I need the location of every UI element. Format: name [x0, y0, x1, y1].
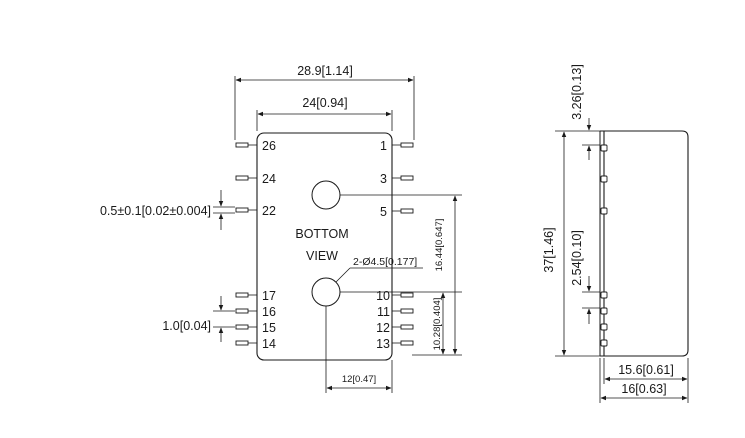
pin-label-17: 17 [262, 289, 276, 303]
pin-label-10: 10 [376, 289, 390, 303]
pin-label-24: 24 [262, 172, 276, 186]
left-pins [235, 142, 257, 346]
pin-16-lead [235, 308, 249, 314]
pin-11-lead [400, 308, 414, 314]
pin-label-16: 16 [262, 305, 276, 319]
pin-label-22: 22 [262, 204, 276, 218]
side-pin-6 [600, 323, 608, 331]
pin-label-15: 15 [262, 321, 276, 335]
module-side-body [603, 130, 689, 357]
pin-13-lead [400, 340, 414, 346]
pin-26-lead [235, 142, 249, 148]
pin-10-lead [400, 292, 414, 298]
pin-label-26: 26 [262, 139, 276, 153]
view-title-view: VIEW [306, 249, 338, 263]
pin-3-lead [400, 175, 414, 181]
dim-body-width: 24[0.94] [302, 96, 347, 110]
module-body-outline [256, 132, 393, 361]
dim-hole2-to-bottom: 10.28[0.404] [432, 298, 443, 351]
dim-side-body-depth: 15.6[0.61] [618, 363, 674, 377]
side-pin-1 [600, 144, 608, 152]
pin-label-14: 14 [262, 337, 276, 351]
pin-14-lead [235, 340, 249, 346]
view-title-bottom: BOTTOM [295, 227, 348, 241]
side-pin-7 [600, 339, 608, 347]
pin-label-5: 5 [380, 205, 387, 219]
side-pin-3 [600, 207, 608, 215]
pin-1-lead [400, 142, 414, 148]
side-pin-5 [600, 307, 608, 315]
pin-5-lead [400, 208, 414, 214]
hole-callout-leader [335, 267, 351, 283]
pin-22-lead [235, 207, 249, 213]
dim-pin-pitch: 1.0[0.04] [162, 319, 211, 333]
pin-12-lead [400, 324, 414, 330]
pin-label-13: 13 [376, 337, 390, 351]
dim-hole1-to-bottom: 16.44[0.647] [434, 219, 445, 272]
dim-body-height: 37[1.46] [542, 227, 556, 272]
dim-pin-length: 3.26[0.13] [570, 64, 584, 120]
pin-label-11: 11 [377, 305, 390, 319]
right-pins [392, 142, 414, 346]
pin-15-lead [235, 324, 249, 330]
side-view [599, 130, 689, 357]
hole-callout-label: 2-Ø4.5[0.177] [353, 256, 417, 268]
side-view-dimensions: 37[1.46] 3.26[0.13] 2.54[0.10] 15.6[0.61… [542, 64, 689, 403]
pin-label-3: 3 [380, 172, 387, 186]
dim-pin-width: 0.5±0.1[0.02±0.004] [100, 204, 211, 218]
pin-label-1: 1 [380, 139, 387, 153]
pin-17-lead [235, 292, 249, 298]
dim-side-pin-pitch: 2.54[0.10] [570, 230, 584, 286]
dim-side-total-depth: 16[0.63] [621, 382, 666, 396]
bottom-view: 26 24 22 17 16 15 14 1 3 5 10 11 12 13 B… [235, 132, 423, 361]
dim-overall-width: 28.9[1.14] [297, 64, 353, 78]
dim-hole-spacing: 12[0.47] [342, 374, 376, 385]
side-pin-2 [600, 175, 608, 183]
side-pin-4 [600, 291, 608, 299]
bottom-view-dimensions: 28.9[1.14] 24[0.94] 0.5±0.1[0.02±0.004] … [100, 64, 462, 393]
pin-label-12: 12 [376, 321, 390, 335]
pin-24-lead [235, 175, 249, 181]
